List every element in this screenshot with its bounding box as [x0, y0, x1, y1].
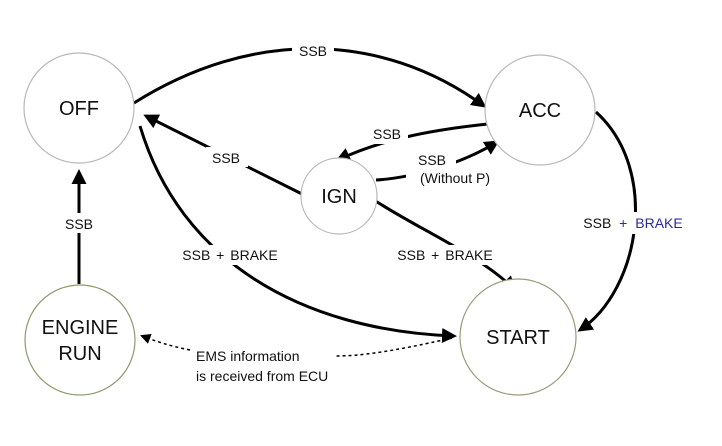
state-off — [23, 52, 135, 164]
state-start-label: START — [486, 327, 550, 349]
state-engine-label-line2: RUN — [58, 343, 101, 365]
state-acc-label: ACC — [519, 100, 561, 122]
label-ems-line1: EMS information — [196, 348, 299, 364]
edge-ign-to-start — [373, 198, 517, 292]
state-off-label: OFF — [59, 98, 99, 120]
label-off-to-acc: SSB — [299, 43, 327, 59]
state-start — [459, 278, 577, 396]
label-ign-to-off: SSB — [212, 150, 240, 166]
edge-ems-dotted — [335, 337, 453, 357]
label-ign-to-acc-line1: SSB — [418, 152, 446, 168]
state-acc — [484, 54, 596, 166]
state-engine-label-line1: ENGINE — [42, 317, 119, 339]
edge-ems-dotted-left — [140, 334, 191, 351]
label-engine-to-off: SSB — [65, 216, 93, 232]
label-off-to-start: SSB + BRAKE — [182, 247, 277, 263]
label-ems-line2: is received from ECU — [196, 368, 328, 384]
state-engine-run — [24, 284, 136, 396]
edge-off-to-start — [138, 125, 457, 344]
label-acc-to-ign: SSB — [373, 126, 401, 142]
label-ign-to-start: SSB + BRAKE — [397, 247, 492, 263]
state-ign-label: IGN — [321, 186, 357, 208]
label-acc-to-start: SSB + BRAKE — [583, 215, 682, 231]
label-ign-to-acc-line2: (Without P) — [420, 170, 490, 186]
state-ign — [300, 157, 378, 235]
